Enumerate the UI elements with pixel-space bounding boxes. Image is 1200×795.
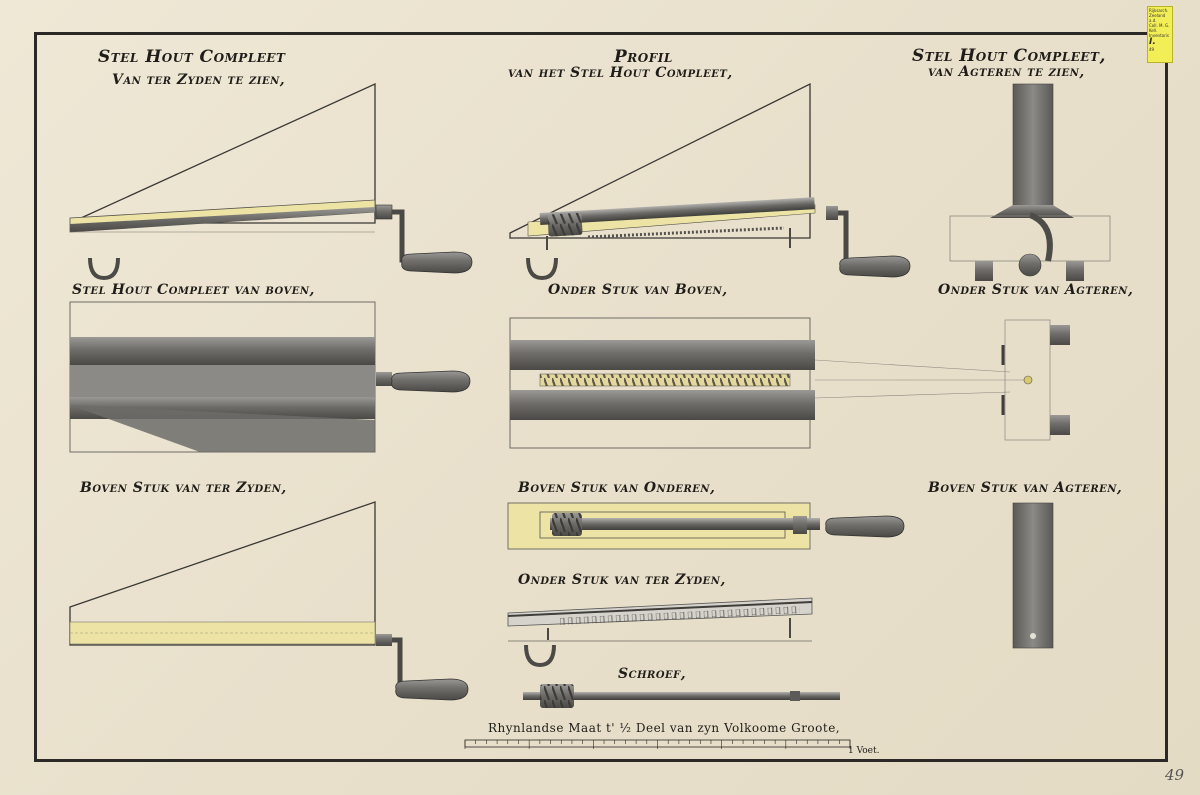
view-boven-bar-top <box>70 337 375 365</box>
view-schroef <box>523 684 840 708</box>
view-stelhout-side-hook <box>88 257 120 281</box>
view-achter-foot-right <box>1066 261 1084 281</box>
scale-caption: Rhynlandse Maat t' ½ Deel van zyn Volkoo… <box>488 721 841 735</box>
view-onder-zyden-hook <box>524 644 556 668</box>
view-onder-zyden <box>507 597 813 668</box>
scale-unit-label: 1 Voet. <box>848 746 880 756</box>
sheet-number: 49 <box>1165 766 1185 784</box>
view-onder-agteren-foot-top <box>1050 325 1070 345</box>
view-achter-knob <box>1018 253 1042 277</box>
view-stelhout-side <box>69 82 473 281</box>
view-boven-agteren-hole <box>1030 633 1036 639</box>
view-boven-onderen-bracket <box>793 516 807 534</box>
title-boven: Stel Hout Compleet van boven, <box>72 282 315 298</box>
view-boven-zyden-handle <box>395 678 469 701</box>
title-boven-zyden: Boven Stuk van ter Zyden, <box>80 480 287 496</box>
view-schroef-shaft <box>523 692 840 700</box>
view-onder-agteren-block <box>1004 319 1051 441</box>
view-profil <box>509 82 911 281</box>
view-schroef-thread <box>540 684 574 708</box>
title-onder-agteren: Onder Stuk van Agteren, <box>938 282 1134 298</box>
archive-label-line: Coll. M. G. Kell. <box>1149 23 1170 33</box>
view-onder-zyden-teeth <box>559 606 800 625</box>
archive-label: Rijksarch. Zeeland a.d. Coll. M. G. Kell… <box>1147 6 1173 63</box>
scale-bar <box>464 739 851 749</box>
view-onder-boven-bar-top <box>510 340 815 370</box>
view-boven-bracket <box>376 372 392 386</box>
view-onder-boven-rack-teeth <box>540 374 790 386</box>
title-boven-agteren: Boven Stuk van Agteren, <box>928 480 1123 496</box>
view-profil-rod <box>539 197 815 225</box>
view-onder-agteren-pin <box>1023 375 1033 385</box>
title-profil: Profil <box>614 47 673 67</box>
view-onder-boven-outline <box>509 317 811 449</box>
border-frame <box>34 32 1168 762</box>
view-onder-agteren-foot-bottom <box>1050 415 1070 435</box>
view-onder-boven-bar-bottom <box>510 390 815 420</box>
view-profil-wedge-outline <box>509 82 811 239</box>
title-achter: Stel Hout Compleet, <box>912 46 1106 66</box>
title-onder-zyden: Onder Stuk van ter Zyden, <box>518 572 726 588</box>
view-achter-collar <box>990 205 1074 218</box>
view-boven-onderen <box>507 502 905 550</box>
subtitle-profil: van het Stel Hout Compleet, <box>508 65 733 81</box>
view-onder-boven-projection-2 <box>814 391 1011 399</box>
view-achter-post <box>1012 83 1054 215</box>
view-onder-boven <box>509 317 1070 449</box>
view-onder-boven-projection-1 <box>814 359 1011 373</box>
view-profil-hook <box>526 257 558 281</box>
title-schroef: Schroef, <box>618 666 687 682</box>
view-boven <box>69 301 471 453</box>
archive-label-sub: 49 <box>1149 47 1155 52</box>
view-boven-zyden <box>69 501 469 701</box>
archive-label-line: Rijksarch. Zeeland <box>1149 8 1169 18</box>
view-boven-onderen-screw-thread <box>552 513 582 536</box>
view-stelhout-side-bracket <box>375 204 393 220</box>
view-boven-onderen-rod <box>550 518 820 530</box>
view-boven-bar-middle <box>70 365 375 397</box>
archive-label-number: I. <box>1149 37 1156 47</box>
view-achter-foot-left <box>975 261 993 281</box>
view-profil-bracket <box>826 206 838 220</box>
view-profil-handle <box>839 255 911 278</box>
view-achter <box>949 83 1111 281</box>
view-stelhout-side-bar <box>70 207 375 232</box>
title-boven-onderen: Boven Stuk van Onderen, <box>518 480 716 496</box>
view-profil-teeth <box>587 226 785 239</box>
view-profil-screw <box>547 212 583 237</box>
archive-label-line: a.d. <box>1149 18 1157 23</box>
archive-label-line: Inventaris <box>1149 33 1169 38</box>
view-boven-zyden-bracket <box>376 634 392 646</box>
view-boven-agteren <box>1012 502 1054 649</box>
view-onder-zyden-top-edge <box>507 601 813 617</box>
title-onder-boven: Onder Stuk van Boven, <box>548 282 728 298</box>
view-achter-crank <box>1028 212 1053 262</box>
view-stelhout-side-handle <box>401 251 473 274</box>
subtitle-stelhout-zyde: Van ter Zyden te zien, <box>112 72 286 88</box>
subtitle-achter: van Agteren te zien, <box>928 64 1085 80</box>
view-boven-zyden-crank-arm <box>392 637 403 686</box>
view-boven-agteren-post <box>1012 502 1054 649</box>
view-profil-screw-thread <box>547 212 583 237</box>
title-stelhout-zyde: Stel Hout Compleet <box>98 47 286 67</box>
view-schroef-collar <box>790 691 800 701</box>
view-boven-shadow <box>70 405 375 452</box>
view-boven-onderen-handle <box>825 515 905 538</box>
view-profil-crank-arm <box>838 210 849 262</box>
view-stelhout-side-wedge-outline <box>69 82 376 224</box>
view-boven-handle <box>391 370 471 393</box>
view-stelhout-side-crank-arm <box>392 209 405 263</box>
